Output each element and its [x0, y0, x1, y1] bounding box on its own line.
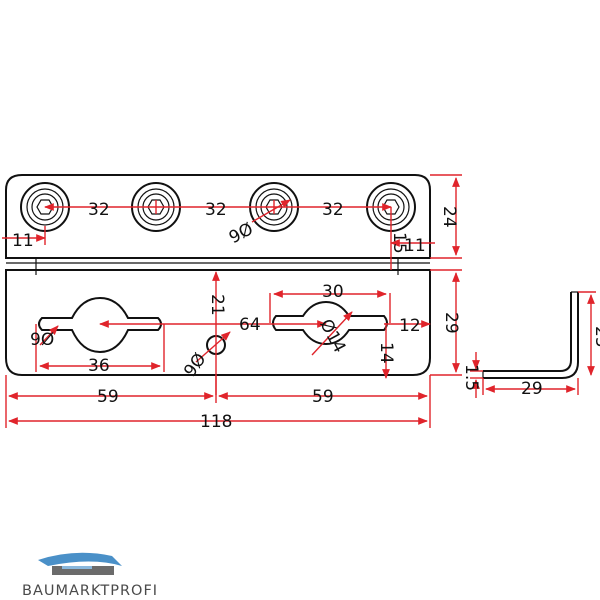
dim-left-hole-dia: 9Ø — [30, 330, 54, 350]
dim-top-pitch-1: 32 — [88, 200, 110, 220]
left-keyhole-slot — [38, 296, 162, 354]
dimension-lines — [2, 174, 596, 428]
logo-text: BAUMARKTPROFI — [22, 583, 158, 599]
roof-icon — [38, 552, 122, 566]
dim-profile-base: 29 — [521, 379, 543, 399]
dim-top-pitch-3: 32 — [322, 200, 344, 220]
dim-half-left: 59 — [97, 387, 119, 407]
dim-left-slot-length: 36 — [88, 356, 110, 376]
dim-total-length: 118 — [200, 412, 232, 432]
dim-right-slot-offset: 14 — [376, 342, 396, 364]
dim-top-hole-dia: 9Ø — [226, 219, 257, 248]
brand-logo: BAUMARKTPROFI — [22, 552, 158, 599]
dim-center-vertical: 21 — [207, 294, 227, 316]
dim-half-right: 59 — [312, 387, 334, 407]
side-profile — [482, 291, 579, 379]
right-keyhole-slot — [272, 300, 388, 346]
logo-mark-bar — [52, 566, 114, 575]
dim-right-slot-dia: Ø14 — [315, 316, 349, 356]
dim-bottom-height: 29 — [441, 312, 461, 334]
dim-right-edge: 12 — [399, 316, 421, 336]
logo-mark-bar-light — [62, 566, 92, 569]
dim-top-left-edge: 11 — [12, 231, 34, 251]
dim-profile-thickness: 1.5 — [461, 364, 481, 391]
dim-top-right-edge: 11 — [404, 236, 426, 256]
dim-top-hole-depth: 15 — [389, 232, 409, 254]
top-leaf — [5, 174, 431, 275]
bottom-leaf — [5, 269, 431, 376]
dim-center-hole-dia: 9Ø — [180, 350, 210, 381]
dim-top-pitch-2: 32 — [205, 200, 227, 220]
dimension-labels: 32 32 32 9Ø 11 11 15 24 9Ø 36 9Ø 21 64 3… — [12, 200, 600, 432]
dim-top-height: 24 — [439, 206, 459, 228]
dim-profile-height: 25 — [591, 326, 600, 348]
dim-slot-spacing: 64 — [239, 315, 261, 335]
dim-right-slot-length: 30 — [322, 282, 344, 302]
